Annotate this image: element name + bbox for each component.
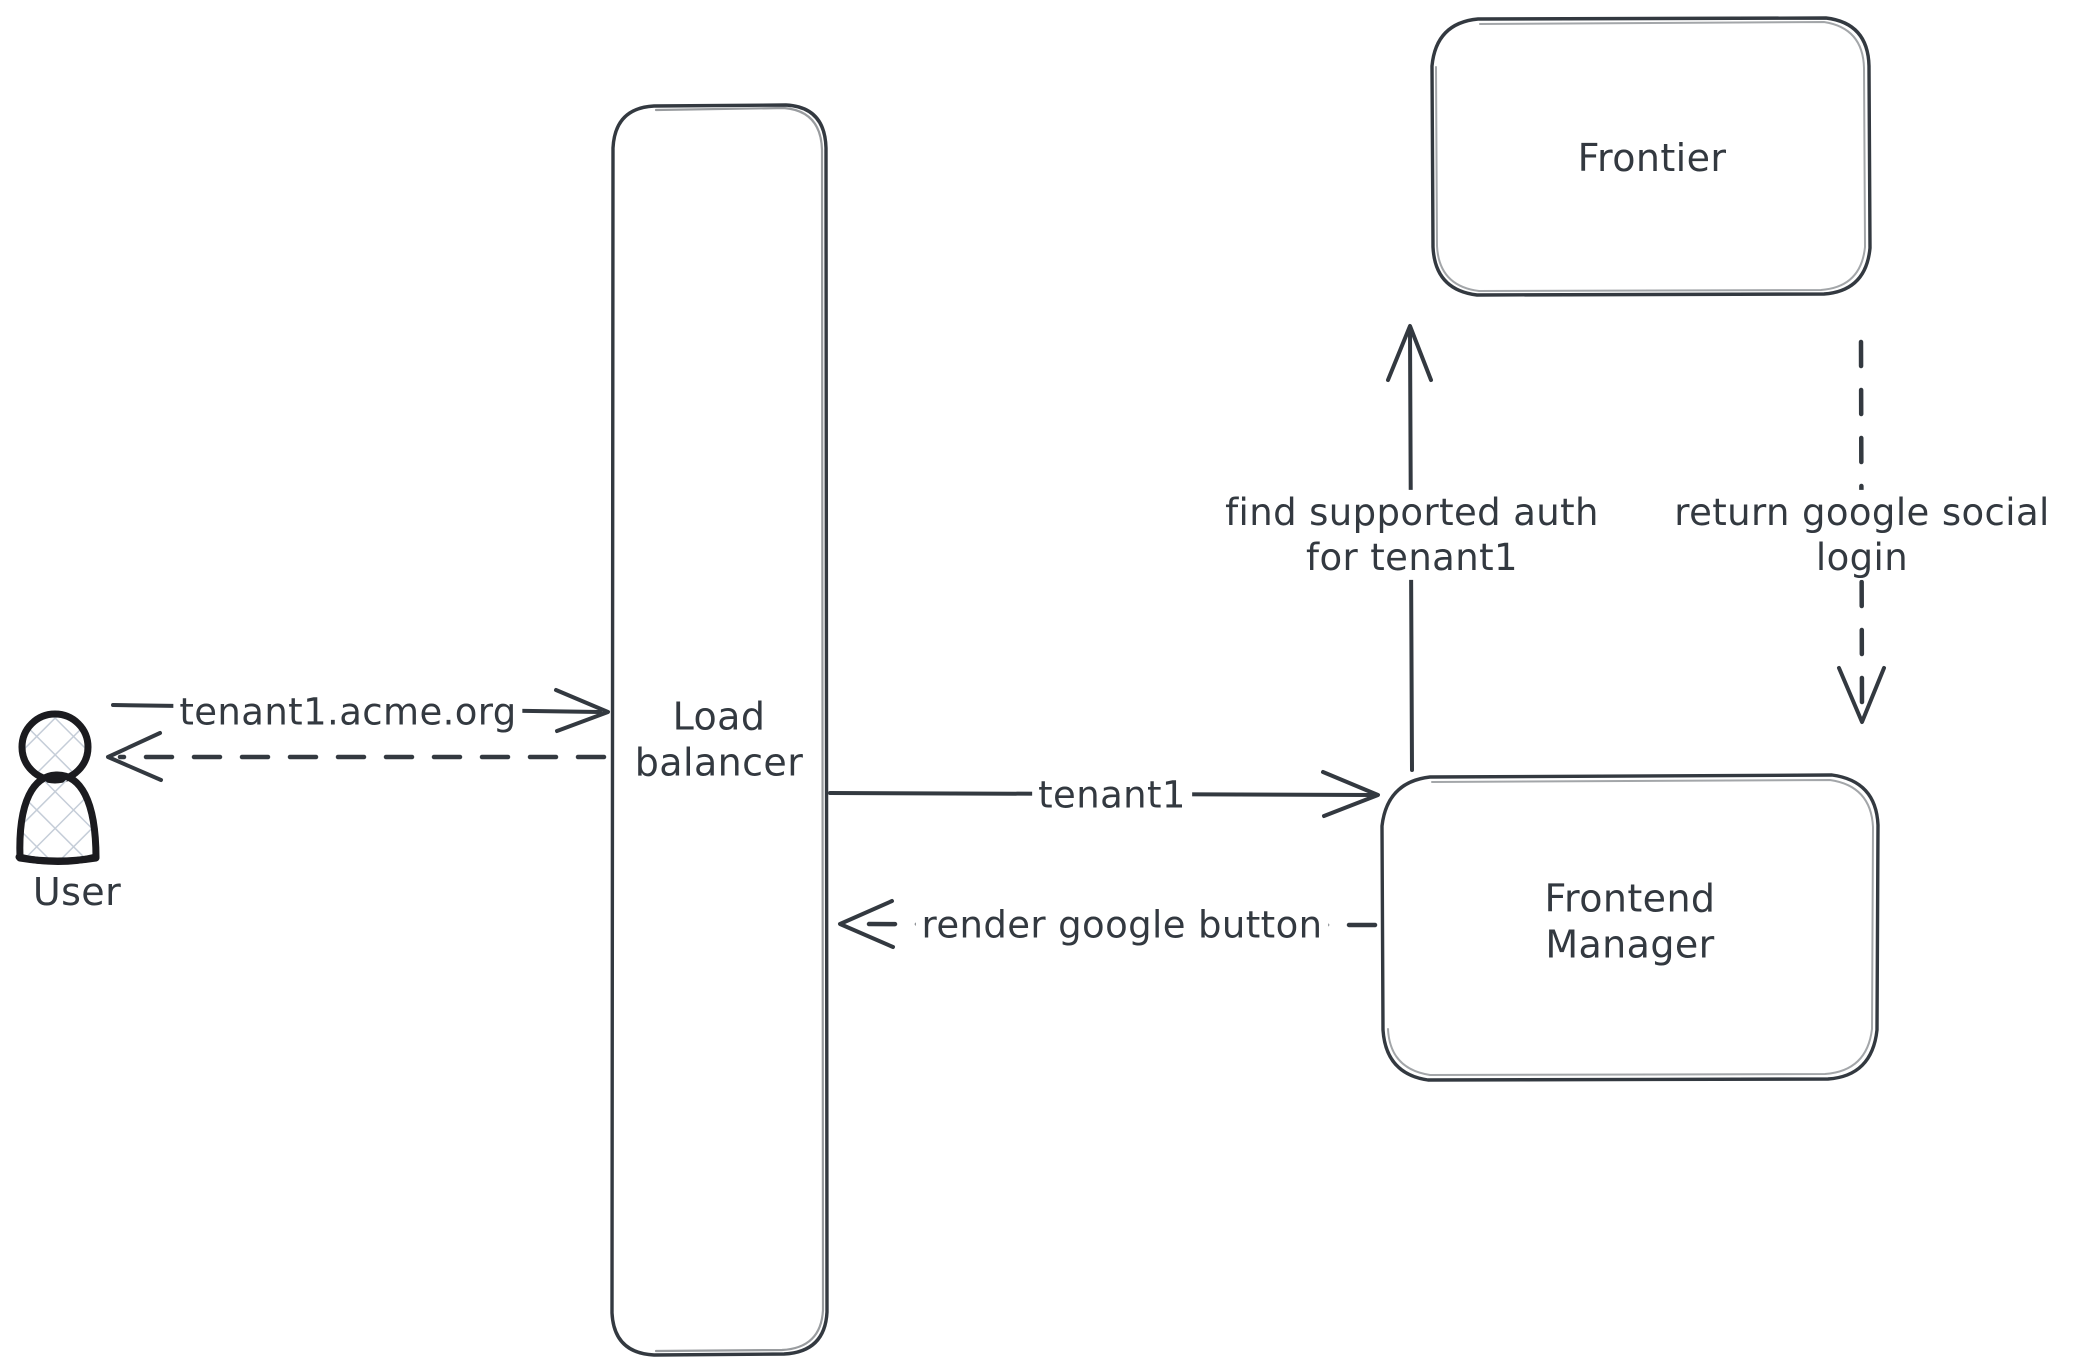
edge-frontend-manager-to-load-balancer <box>838 899 1378 949</box>
edge-load-balancer-to-frontend-manager <box>828 770 1380 818</box>
edge-frontend-manager-to-frontier <box>1386 324 1433 772</box>
frontier-node-shape <box>1430 16 1872 297</box>
edge-user-to-load-balancer <box>111 688 610 733</box>
user-actor-icon <box>15 710 100 865</box>
frontend-manager-node-shape <box>1380 773 1880 1082</box>
load-balancer-node-shape <box>610 103 829 1357</box>
edge-load-balancer-to-user <box>106 731 607 782</box>
edge-frontier-to-frontend-manager <box>1837 339 1886 724</box>
